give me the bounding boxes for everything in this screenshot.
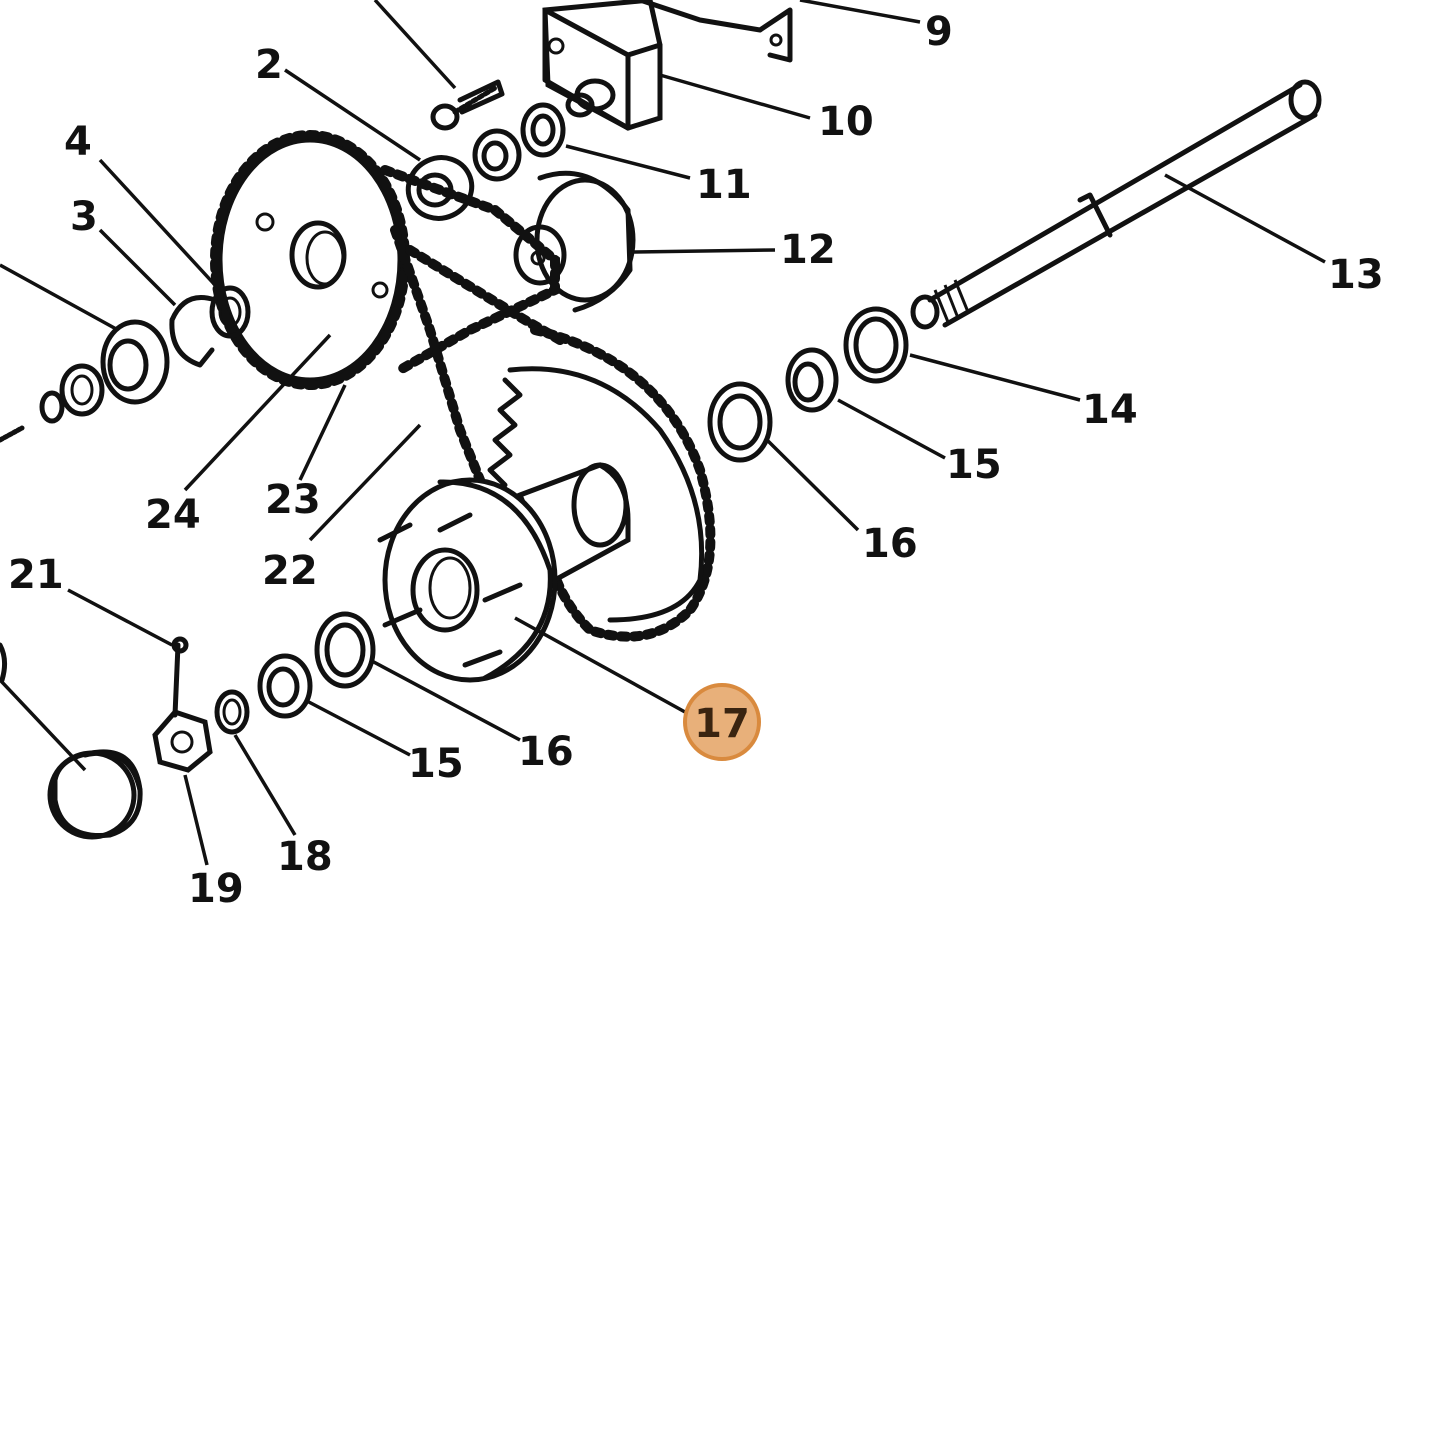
axle-part-13 bbox=[910, 79, 1322, 330]
callout-16-right: 16 bbox=[862, 521, 918, 567]
part-edge-left bbox=[0, 642, 8, 683]
hub-part-12 bbox=[513, 170, 636, 313]
bracket-part-10 bbox=[542, 0, 793, 131]
bearing-part-15-left bbox=[257, 653, 313, 719]
callout-18: 18 bbox=[277, 834, 333, 880]
race-part-16-left bbox=[314, 611, 376, 689]
callout-14: 14 bbox=[1082, 387, 1138, 433]
castle-nut-part-19 bbox=[152, 709, 213, 773]
bolt-part-1 bbox=[430, 79, 505, 131]
callout-17-highlighted[interactable]: 17 bbox=[683, 683, 761, 761]
washer-left-small bbox=[39, 390, 65, 424]
bearing-left-large bbox=[100, 319, 170, 405]
callout-11: 11 bbox=[696, 162, 752, 208]
leader-lines bbox=[0, 0, 1326, 866]
sprocket-part-24 bbox=[210, 130, 410, 390]
callout-24: 24 bbox=[145, 492, 201, 538]
bolt-left-edge bbox=[0, 425, 25, 443]
callout-3: 3 bbox=[70, 194, 98, 240]
callout-22: 22 bbox=[262, 548, 318, 594]
washer-part-18 bbox=[214, 689, 250, 735]
callout-23: 23 bbox=[265, 477, 321, 523]
callout-21: 21 bbox=[8, 552, 64, 598]
callout-15-right: 15 bbox=[946, 442, 1002, 488]
highlight-circle bbox=[683, 683, 761, 761]
callout-12: 12 bbox=[780, 227, 836, 273]
callout-17: 17 bbox=[694, 701, 750, 747]
callout-4: 4 bbox=[64, 119, 92, 165]
cotter-pin-part-21 bbox=[171, 636, 189, 718]
washer-part-11 bbox=[520, 102, 566, 158]
callout-9: 9 bbox=[925, 9, 953, 55]
callout-10: 10 bbox=[818, 99, 874, 145]
hub-part-17 bbox=[377, 462, 631, 683]
washer-part-4 bbox=[209, 285, 251, 339]
callout-2: 2 bbox=[255, 42, 283, 88]
ring-part-14 bbox=[843, 306, 909, 384]
bearing-part-15-right bbox=[785, 347, 839, 413]
callout-16-left: 16 bbox=[518, 729, 574, 775]
hub-cap-part-20 bbox=[47, 749, 143, 840]
bearing-left-small bbox=[59, 363, 105, 417]
callout-19: 19 bbox=[188, 866, 244, 912]
race-part-16-right bbox=[707, 381, 773, 463]
bearing-small-1 bbox=[472, 128, 522, 182]
snap-ring-part-3 bbox=[169, 295, 218, 368]
callout-labels: 2 3 4 9 10 11 12 13 14 15 16 15 16 18 19… bbox=[8, 9, 1384, 912]
rear-sprocket bbox=[487, 325, 716, 642]
callout-15-left: 15 bbox=[408, 741, 464, 787]
callout-13: 13 bbox=[1328, 252, 1384, 298]
